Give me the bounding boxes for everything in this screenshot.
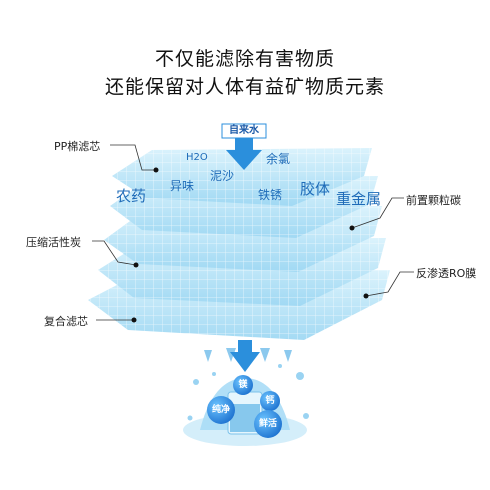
contaminant-rust: 铁锈 — [258, 188, 283, 202]
input-arrow-icon — [221, 123, 267, 170]
label-compressed-activated-carbon: 压缩活性炭 — [26, 236, 81, 249]
label-pp-cotton-filter: PP棉滤芯 — [54, 140, 101, 153]
bubble-pure — [207, 396, 235, 424]
bubble-text-calcium: 钙 — [265, 396, 275, 406]
source-label-tap-water: 自来水 — [229, 125, 259, 136]
bubble-calcium — [260, 391, 280, 411]
contaminant-heavy-metal: 重金属 — [336, 190, 382, 208]
output-arrows — [204, 340, 292, 372]
contaminant-h2o: H2O — [186, 152, 208, 163]
contaminant-odor: 异味 — [170, 179, 195, 193]
label-composite-filter: 复合滤芯 — [44, 315, 88, 328]
bubble-text-magnesium: 镁 — [238, 380, 248, 390]
contaminant-residual-chlorine: 余氯 — [266, 152, 291, 166]
leader-dots — [131, 167, 369, 323]
bubble-fresh — [254, 410, 282, 438]
bubble-text-pure: 纯净 — [211, 405, 230, 415]
bubble-magnesium — [233, 375, 253, 395]
label-pre-granular-carbon: 前置颗粒碳 — [406, 194, 461, 207]
result-bubbles — [207, 375, 282, 438]
label-ro-membrane: 反渗透RO膜 — [416, 267, 477, 280]
contaminant-colloid: 胶体 — [300, 180, 331, 198]
bubble-text-fresh: 鲜活 — [258, 419, 277, 429]
leader-lines — [92, 144, 414, 321]
contaminant-pesticide: 农药 — [116, 187, 147, 205]
headline-line-2: 还能保留对人体有益矿物质元素 — [104, 76, 385, 98]
contaminant-silt: 泥沙 — [210, 169, 235, 183]
headline-line-1: 不仅能滤除有害物质 — [154, 48, 335, 70]
filter-layer-pp — [112, 148, 372, 206]
